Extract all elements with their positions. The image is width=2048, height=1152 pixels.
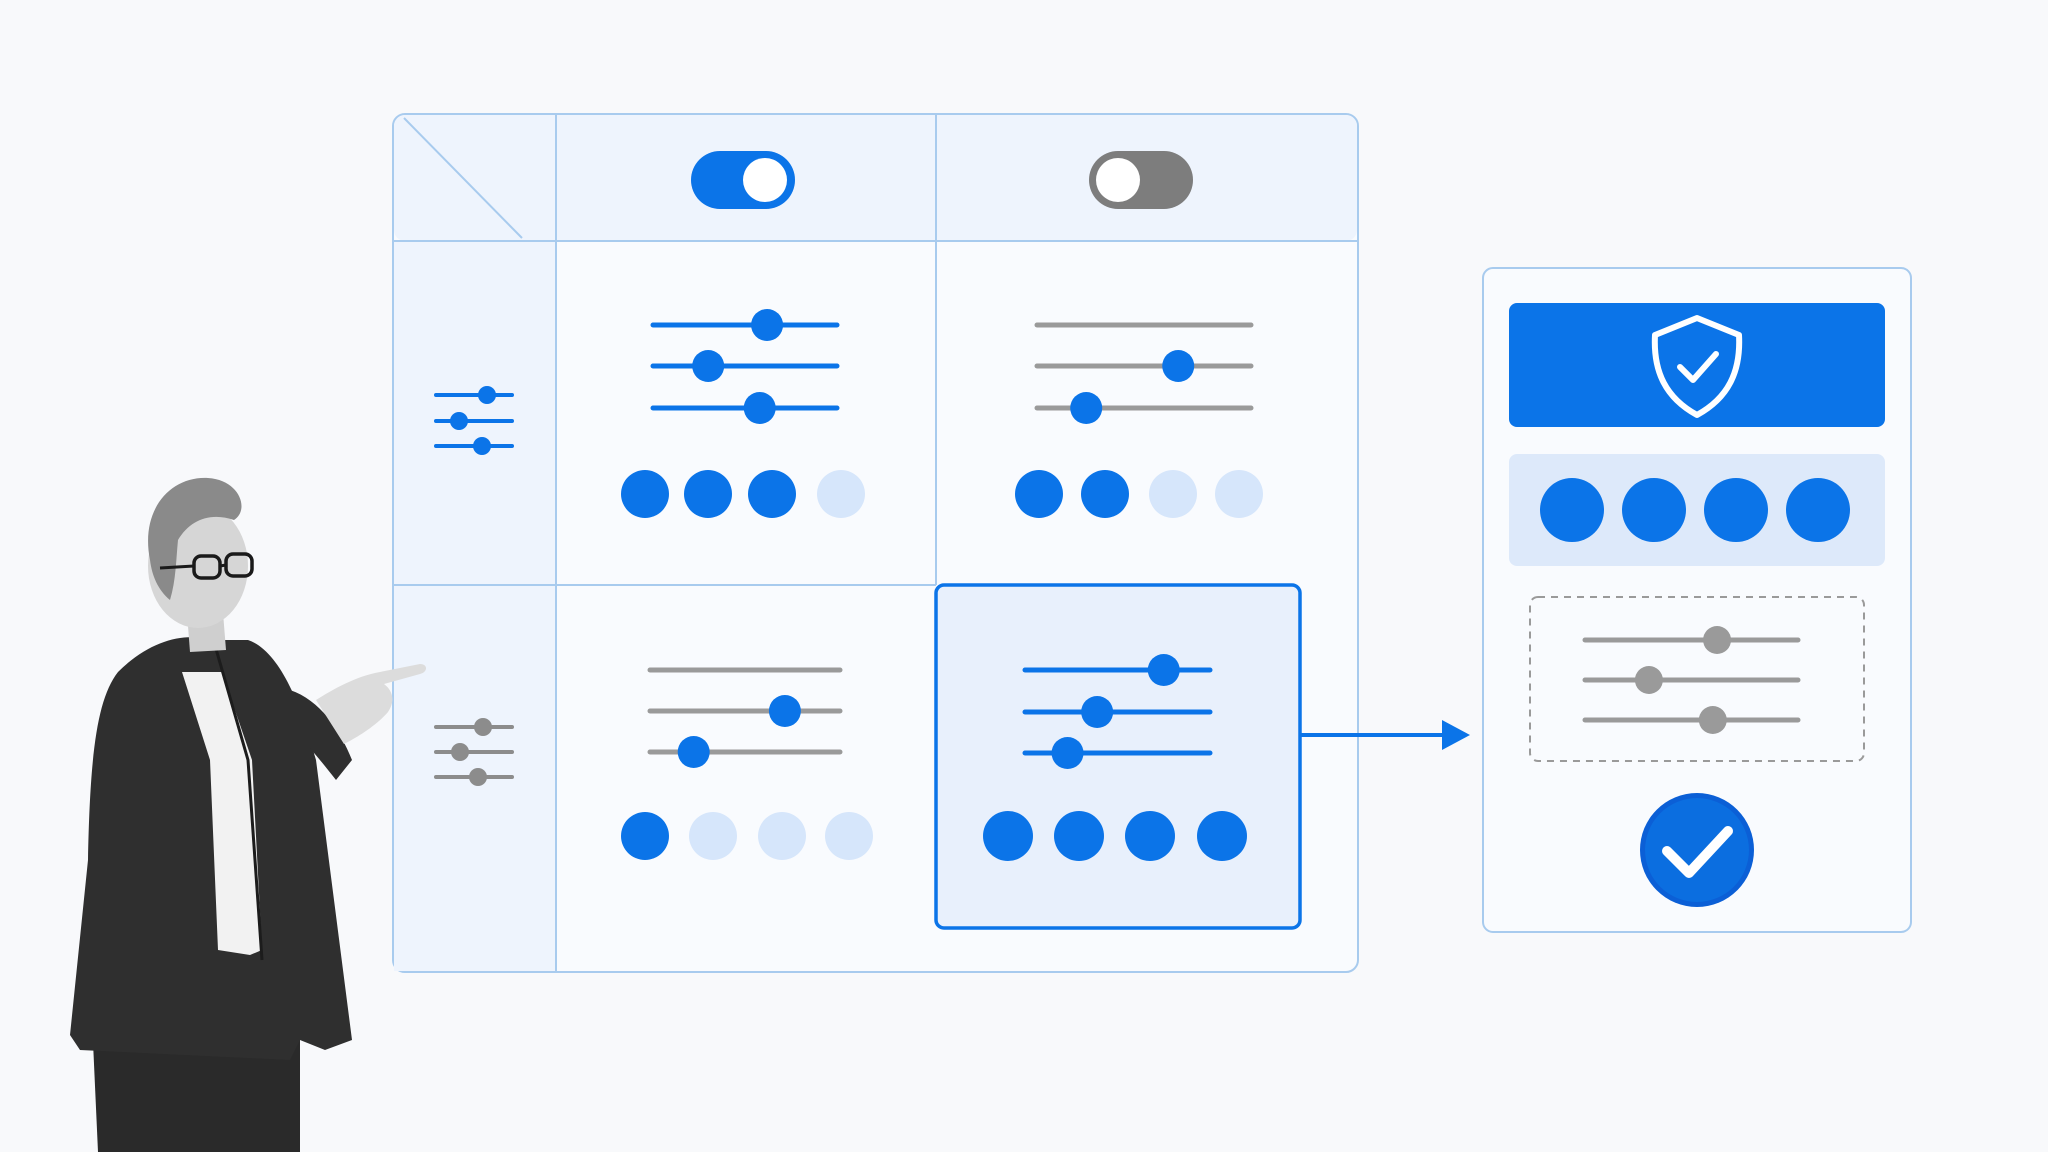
result-settings-box xyxy=(1529,596,1865,762)
level-dot-empty xyxy=(689,812,737,860)
level-dot-filled xyxy=(1786,478,1850,542)
level-dot-empty xyxy=(1215,470,1263,518)
level-dot-empty xyxy=(817,470,865,518)
matrix-corner-diagonal xyxy=(403,117,523,239)
presenter-jacket xyxy=(70,637,352,1060)
result-settings-sliders xyxy=(1582,626,1801,734)
matrix-cell xyxy=(621,667,873,860)
level-dot-filled xyxy=(1622,478,1686,542)
result-panel xyxy=(1482,267,1912,933)
result-panel-frame xyxy=(1482,267,1912,933)
level-dot-filled xyxy=(1125,811,1175,861)
check-circle-icon xyxy=(1640,793,1754,907)
slider-knob xyxy=(768,695,801,727)
matrix-cell xyxy=(621,309,865,518)
matrix-row-header-column xyxy=(394,241,556,971)
level-dot-filled xyxy=(748,470,796,518)
slider-knob xyxy=(751,309,784,341)
slider-knob xyxy=(1698,706,1727,734)
slider-knob xyxy=(1162,350,1195,382)
slider-knob xyxy=(1081,696,1114,728)
arrow-right-icon xyxy=(1300,720,1470,750)
matrix-cell xyxy=(983,654,1247,861)
presenter-figure xyxy=(70,477,426,1152)
slider-knob xyxy=(677,736,710,768)
matrix-cell xyxy=(1015,322,1263,518)
sliders-icon xyxy=(434,386,514,455)
level-dot-filled xyxy=(1054,811,1104,861)
presenter-arm xyxy=(290,690,352,780)
level-dot-filled xyxy=(1540,478,1604,542)
column-toggle-off[interactable] xyxy=(1089,151,1193,209)
matrix-cells xyxy=(621,309,1263,861)
slider-knob xyxy=(1703,626,1732,654)
toggle-knob xyxy=(743,158,787,202)
result-header-bar xyxy=(1509,303,1885,427)
level-dot-filled xyxy=(1704,478,1768,542)
result-level-dots xyxy=(1540,478,1850,542)
level-dot-filled xyxy=(621,470,669,518)
matrix-header-row xyxy=(394,115,1357,241)
level-dot-empty xyxy=(1149,470,1197,518)
slider-knob xyxy=(1634,666,1663,694)
level-dot-filled xyxy=(621,812,669,860)
result-dots-band xyxy=(1509,454,1885,566)
level-dot-filled xyxy=(983,811,1033,861)
slider-knob xyxy=(743,392,776,424)
level-dot-empty xyxy=(825,812,873,860)
toggle-knob xyxy=(1096,158,1140,202)
slider-knob xyxy=(1147,654,1180,686)
level-dot-filled xyxy=(684,470,732,518)
level-dot-filled xyxy=(1081,470,1129,518)
sliders-icon xyxy=(434,718,514,786)
shield-check-icon xyxy=(1651,315,1743,418)
column-toggle-on[interactable] xyxy=(691,151,795,209)
glasses-icon xyxy=(159,552,254,580)
selected-cell-frame[interactable] xyxy=(934,583,1302,930)
slider-knob xyxy=(1070,392,1103,424)
level-dot-empty xyxy=(758,812,806,860)
slider-knob xyxy=(1051,737,1084,769)
level-dot-filled xyxy=(1015,470,1063,518)
slider-knob xyxy=(692,350,725,382)
presenter-hair xyxy=(148,477,242,600)
level-dot-filled xyxy=(1197,811,1247,861)
